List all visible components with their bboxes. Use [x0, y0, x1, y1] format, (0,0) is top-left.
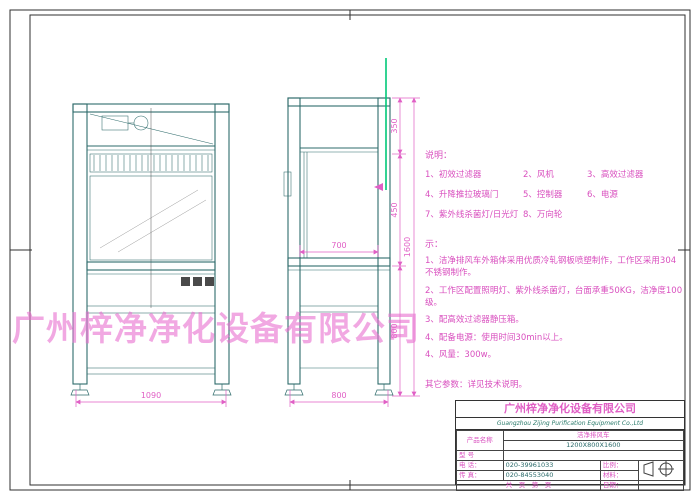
phone-label: 电 话： [456, 460, 504, 471]
lower-shelf [86, 305, 216, 314]
legend-item: 5、控制器 [523, 190, 563, 200]
socket-switch [205, 277, 214, 286]
pages-label: 共 页 第 页 [456, 480, 601, 491]
material-label: 材料： [599, 470, 640, 481]
notes-footer: 其它参数：详见技术说明。 [425, 380, 528, 391]
spec-line: 4、配备电源：使用时间30min以上。 [425, 332, 568, 343]
leveling-foot [70, 383, 90, 396]
spec-line: 1、洁净排风车外箱体采用优质冷轧钢板喷塑制作，工作区采用304不锈钢制作。 [425, 256, 677, 279]
fax-label: 传 真： [456, 470, 504, 481]
leveling-foot [284, 383, 304, 396]
product-spec: 1200X800X1600 [502, 440, 685, 451]
sheet-frame [9, 9, 691, 491]
dim-height-total: 1600 [403, 237, 412, 257]
projection-symbol-cell [638, 460, 684, 481]
legend-title: 说明： [425, 151, 453, 161]
dim-front-width: 1090 [141, 391, 161, 400]
dim-inner-width: 700 [331, 241, 346, 250]
dim-height-top: 350 [390, 118, 399, 133]
leader-arrow-icon [374, 183, 383, 191]
dim-height-mid: 450 [390, 202, 399, 217]
product-name: 洁净排风车 [502, 430, 685, 441]
title-block-table: 产品名称 洁净排风车 1200X800X1600 型 号 电 话： 020-39… [456, 430, 685, 491]
door-handle [283, 171, 292, 197]
legend-item: 6、电源 [587, 190, 618, 200]
projection-symbol-icon [643, 461, 675, 477]
legend-list: 1、初效过滤器 2、风机 3、高效过滤器 4、升降推拉玻璃门 5、控制器 6、电… [425, 168, 683, 220]
fax-value: 020-84553040 [502, 470, 601, 481]
phone-value: 020-39961033 [502, 460, 601, 471]
spec-line: 4、风量：300w。 [425, 349, 497, 360]
legend-item: 8、万向轮 [523, 210, 563, 220]
company-name-cn: 广州梓净净化设备有限公司 [456, 401, 684, 418]
model-label: 型 号 [456, 450, 504, 461]
front-view [70, 103, 232, 396]
legend-item: 3、高效过滤器 [587, 170, 644, 180]
legend-item: 2、风机 [523, 170, 554, 180]
dimensions: 1090 800 700 350 450 800 1600 [75, 97, 420, 407]
socket-switch [193, 277, 202, 286]
product-label: 产品名称 [456, 430, 504, 451]
company-name-en: Guangzhou Zijing Purification Equipment … [456, 418, 684, 430]
title-block: 广州梓净净化设备有限公司 Guangzhou Zijing Purificati… [455, 400, 685, 491]
legend-item: 7、紫外线杀菌灯/日光灯 [425, 210, 519, 220]
leveling-foot [374, 383, 394, 396]
worktop-side [287, 257, 391, 267]
legend-item: 4、升降推拉玻璃门 [425, 190, 499, 200]
side-view [283, 97, 394, 396]
spec-line: 2、工作区配置照明灯、紫外线杀菌灯，台面承重50KG，洁净度100级。 [425, 285, 683, 308]
socket-switch [181, 277, 190, 286]
model-value [502, 450, 685, 461]
legend-item: 1、初效过滤器 [425, 170, 482, 180]
notes-block: 说明： 1、初效过滤器 2、风机 3、高效过滤器 4、升降推拉玻璃门 5、控制器… [425, 148, 683, 390]
dim-height-bottom: 800 [390, 323, 399, 338]
worktop [86, 261, 216, 271]
spec-line: 3、配高效过滤器静压箱。 [425, 315, 524, 326]
dim-side-depth: 800 [331, 391, 346, 400]
scale-label: 比例： [599, 460, 640, 471]
spec-title: 示： [425, 240, 444, 250]
date-value [638, 480, 684, 491]
leveling-foot [212, 383, 232, 396]
date-label: 日期： [599, 480, 640, 491]
